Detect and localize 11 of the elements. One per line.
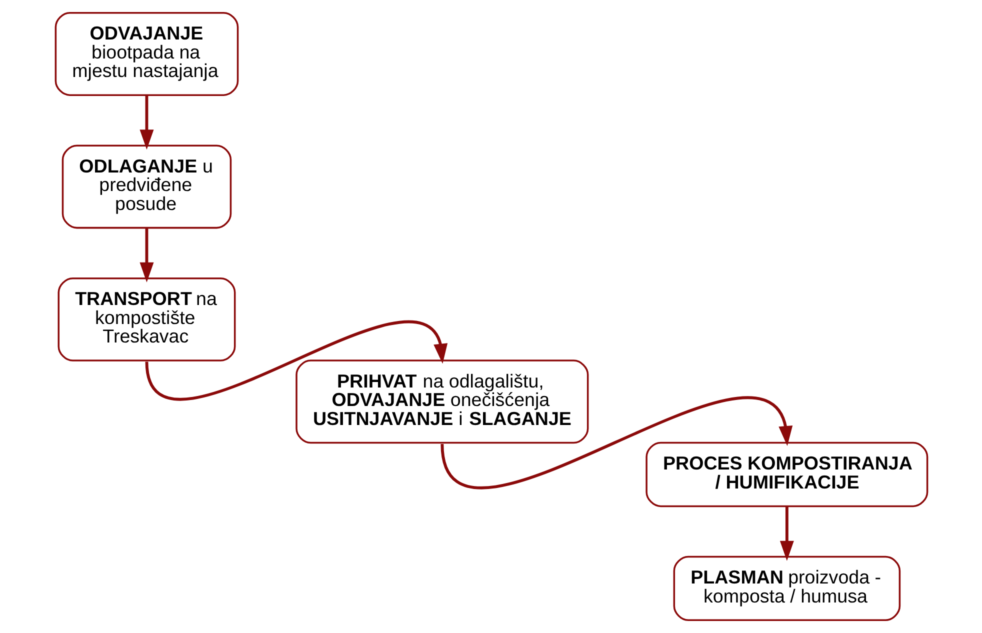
node-box: PROCES KOMPOSTIRANJA / HUMIFIKACIJE [645,442,928,508]
arrow [139,95,154,150]
node-box: PLASMAN proizvoda - komposta / humusa [672,556,900,622]
arrow [139,228,154,282]
node-box: TRANSPORT na kompostište Treskavac [57,277,236,362]
node-box: ODLAGANJE u predviđene posude [61,144,232,229]
arrow [779,506,794,561]
arrow [440,396,792,489]
node-box: PRIHVAT na odlagalištu, ODVAJANJE onečišćenja USITNJAVANJE i SLAGANJE [295,360,588,444]
arrow [144,320,448,400]
node-box: ODVAJANJE biootpada na mjestu nastajanja [54,12,238,96]
